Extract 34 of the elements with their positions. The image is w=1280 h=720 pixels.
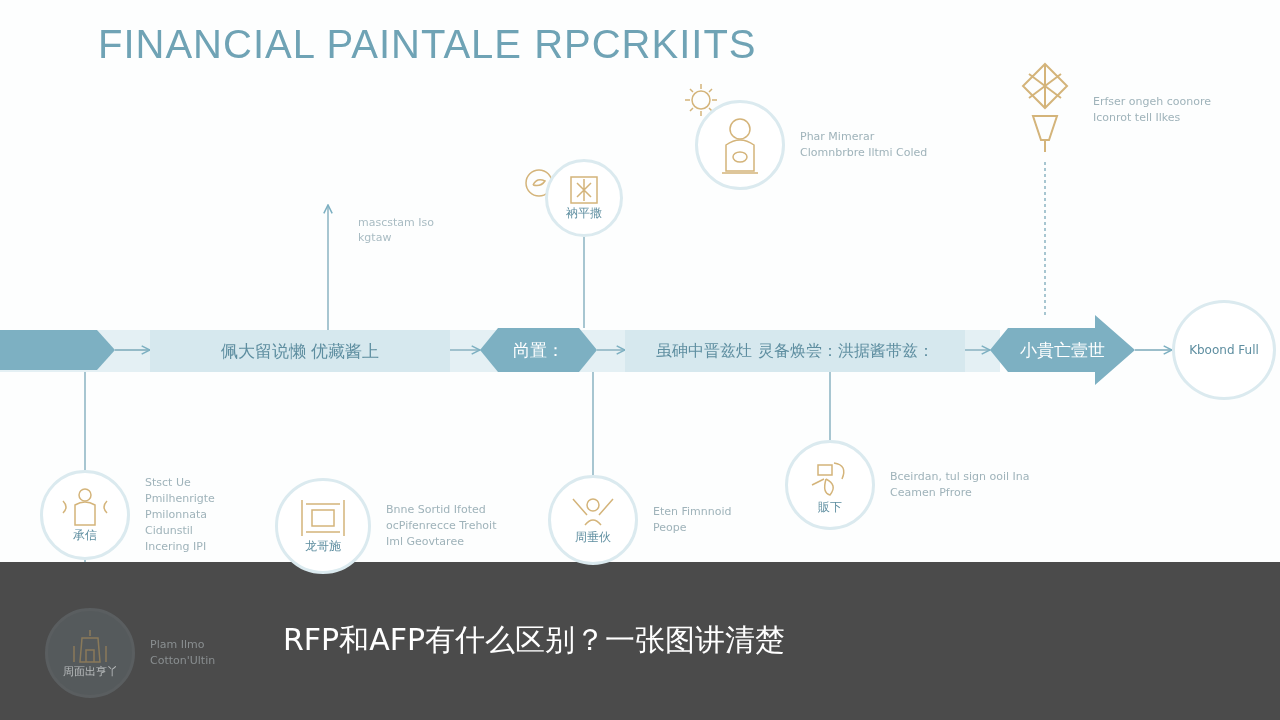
node-label: 虽砷中晋兹灶 灵备焕尝：洪据酱带兹： <box>656 340 934 362</box>
description-text: Eten Fimnnoid Peope <box>653 504 733 536</box>
node-label: 周垂伙 <box>575 528 611 546</box>
node-label: 承信 <box>73 526 97 544</box>
connector-line <box>592 371 594 476</box>
connector-line <box>84 371 86 471</box>
connector-line <box>964 345 991 355</box>
band-segment <box>625 330 965 372</box>
description-text: Stsct Ue Pmilhenrigte Pmilonnata Cidunstil Incering IPI <box>145 475 216 555</box>
connector-line <box>1044 159 1046 316</box>
description-text: Plam Ilmo Cotton'Ultin <box>150 637 217 669</box>
node-label: Kboond Full <box>1189 343 1259 357</box>
band-segment <box>150 330 450 372</box>
node-label: 佩大留说懒 优藏酱上 <box>220 339 380 363</box>
note-text: mascstam Iso kgtaw <box>358 215 435 246</box>
connector-line <box>323 204 333 331</box>
connector-line <box>114 345 151 355</box>
node-label: 龙哥施 <box>305 537 341 555</box>
connector-line <box>596 345 626 355</box>
description-text: Phar Mimerar Clomnbrbre Iltmi Coled <box>800 129 929 161</box>
caption: RFP和AFP有什么区别？一张图讲清楚 <box>283 621 786 659</box>
node-label: 衲平撒 <box>566 204 602 222</box>
title: FINANCIAL PAINTALE RPCRKIITS <box>98 22 757 67</box>
node-label: 販下 <box>818 498 842 516</box>
connector-line <box>449 345 481 355</box>
node-label: 周面出亨丫 <box>62 663 118 679</box>
connector-line <box>1134 345 1173 355</box>
node-label: 尚置： <box>513 338 564 362</box>
connector-line <box>829 371 831 441</box>
node-label: 小貴亡壹世 <box>1020 338 1105 362</box>
connector-line <box>583 236 585 329</box>
description-text: Erfser ongeh coonore Iconrot tell Ilkes <box>1093 94 1213 126</box>
description-text: Bceirdan, tul sign ooil Ina Ceamen Pfrore <box>890 469 1031 501</box>
description-text: Bnne Sortid Ifoted ocPifenrecce Trehoit Iml Geovtaree <box>386 502 498 550</box>
